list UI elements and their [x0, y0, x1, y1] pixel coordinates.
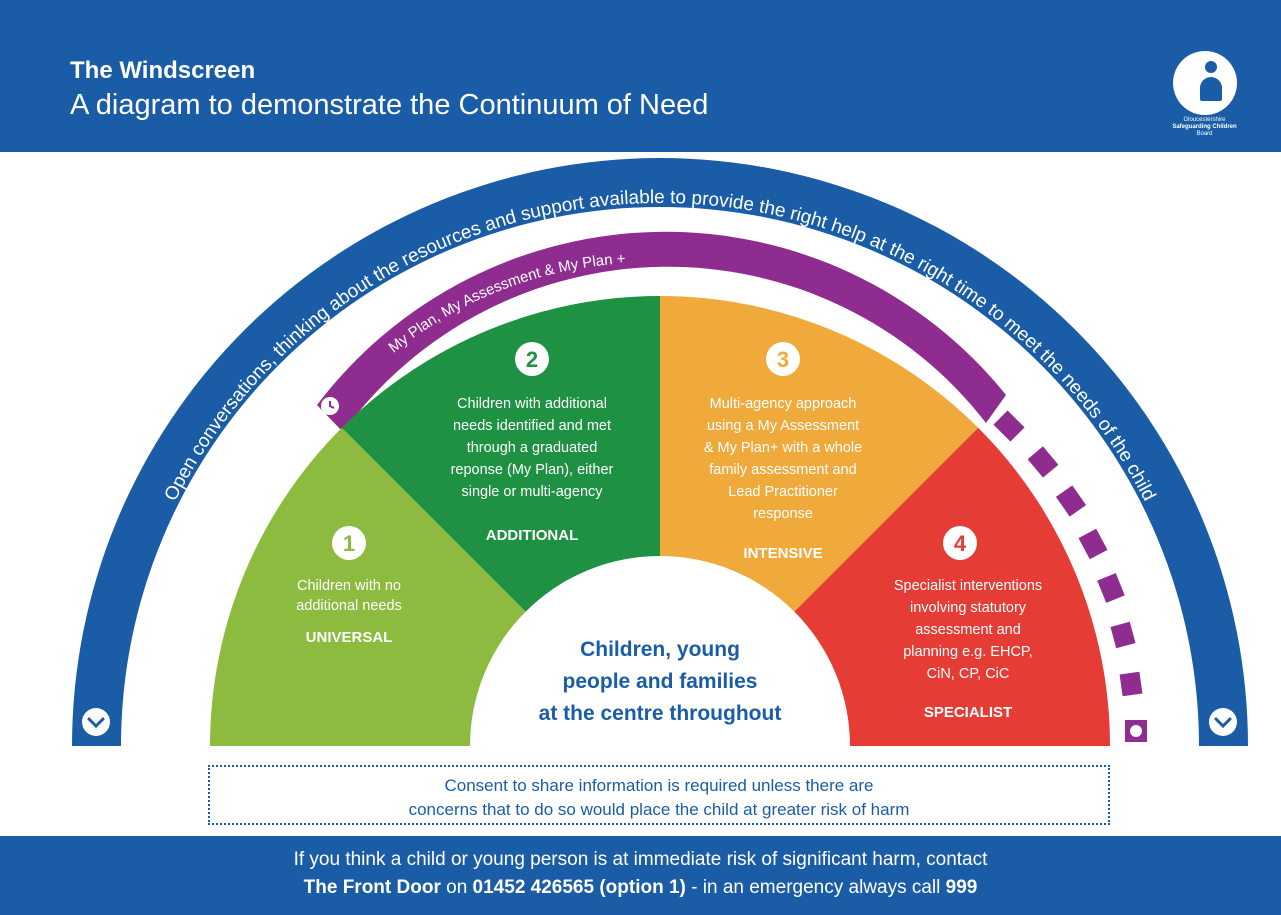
dash-piece — [1097, 573, 1125, 603]
segment-2-line: needs identified and met — [453, 418, 611, 434]
centre-text-line: people and families — [563, 670, 758, 693]
logo-circle — [1173, 51, 1237, 115]
segment-3-line: response — [753, 506, 813, 522]
consent-line-2: concerns that to do so would place the c… — [408, 800, 910, 819]
emergency-number: 999 — [945, 877, 978, 898]
segment-2-line: through a graduated — [467, 440, 598, 456]
safeguarding-board-logo: Gloucestershire Safeguarding Children Bo… — [1167, 51, 1242, 141]
clock-icon-hands — [329, 401, 335, 409]
chevron-down-icon-glyph — [87, 717, 105, 729]
front-door-name: The Front Door — [303, 877, 441, 898]
segment-3-label: INTENSIVE — [743, 545, 822, 562]
segment-4-line: assessment and — [915, 622, 1021, 638]
segment-4-number-circle — [943, 526, 977, 560]
person-icon-body — [1200, 77, 1222, 101]
footer-banner: If you think a child or young person is … — [0, 836, 1281, 915]
centre-semicircle — [470, 556, 850, 746]
centre-text-line: Children, young — [580, 638, 740, 661]
segment-3-line: Lead Practitioner — [728, 484, 838, 500]
centre-text-line: at the centre throughout — [539, 702, 782, 725]
chevron-down-icon — [1130, 725, 1142, 737]
dash-piece — [993, 410, 1025, 442]
page-title: The Windscreen — [70, 57, 256, 84]
footer-line-2: The Front Door on 01452 426565 (option 1… — [0, 877, 1281, 899]
dash-piece — [1055, 485, 1087, 517]
chevron-down-icon-glyph — [1214, 717, 1232, 729]
chevron-down-icon — [1209, 708, 1237, 736]
header-banner: The Windscreen A diagram to demonstrate … — [0, 0, 1281, 152]
segment-3-line: using a My Assessment — [707, 418, 859, 434]
dash-piece — [1119, 671, 1143, 697]
segment-2-number: 2 — [526, 347, 538, 372]
footer-emergency-text: - in an emergency always call — [685, 877, 946, 898]
segment-1-line: Children with no — [297, 578, 401, 594]
segment-3-line: Multi-agency approach — [710, 396, 857, 412]
middle-arc-band — [317, 231, 1006, 432]
footer-line-1: If you think a child or young person is … — [293, 849, 988, 870]
chevron-down-icon — [82, 708, 110, 736]
segment-1-number: 1 — [343, 531, 355, 556]
footer-on-text: on — [440, 877, 473, 898]
segment-4-line: involving statutory — [910, 600, 1027, 616]
page-subtitle: A diagram to demonstrate the Continuum o… — [70, 89, 709, 121]
dash-piece — [1110, 621, 1136, 649]
segment-2-label: ADDITIONAL — [486, 527, 579, 544]
segment-1-number-circle — [332, 526, 366, 560]
segment-2-line: reponse (My Plan), either — [451, 462, 614, 478]
front-door-phone: 01452 426565 (option 1) — [472, 877, 686, 898]
segment-2-line: Children with additional — [457, 396, 607, 412]
segment-1-line: additional needs — [296, 598, 402, 614]
person-icon-head — [1205, 61, 1217, 73]
segment-3-line: family assessment and — [709, 462, 856, 478]
segment-1-label: UNIVERSAL — [306, 629, 393, 646]
consent-line-1: Consent to share information is required… — [444, 776, 874, 795]
segment-3-number: 3 — [777, 347, 789, 372]
dashed-arc-pieces — [993, 410, 1147, 742]
dash-piece — [1078, 528, 1108, 560]
consent-notice-box: Consent to share information is required… — [208, 765, 1110, 825]
segment-2-line: single or multi-agency — [461, 484, 603, 500]
segment-4-line: CiN, CP, CiC — [927, 666, 1010, 682]
segment-4-line: Specialist interventions — [894, 578, 1042, 594]
segment-4-number: 4 — [954, 531, 967, 556]
logo-text: Gloucestershire Safeguarding Children Bo… — [1172, 117, 1237, 137]
segment-2-number-circle — [515, 342, 549, 376]
segment-4-label: SPECIALIST — [924, 704, 1012, 721]
segment-3-line: & My Plan+ with a whole — [704, 440, 862, 456]
segment-3-number-circle — [766, 342, 800, 376]
dash-piece — [1027, 446, 1059, 478]
segment-4-line: planning e.g. EHCP, — [903, 644, 1033, 660]
